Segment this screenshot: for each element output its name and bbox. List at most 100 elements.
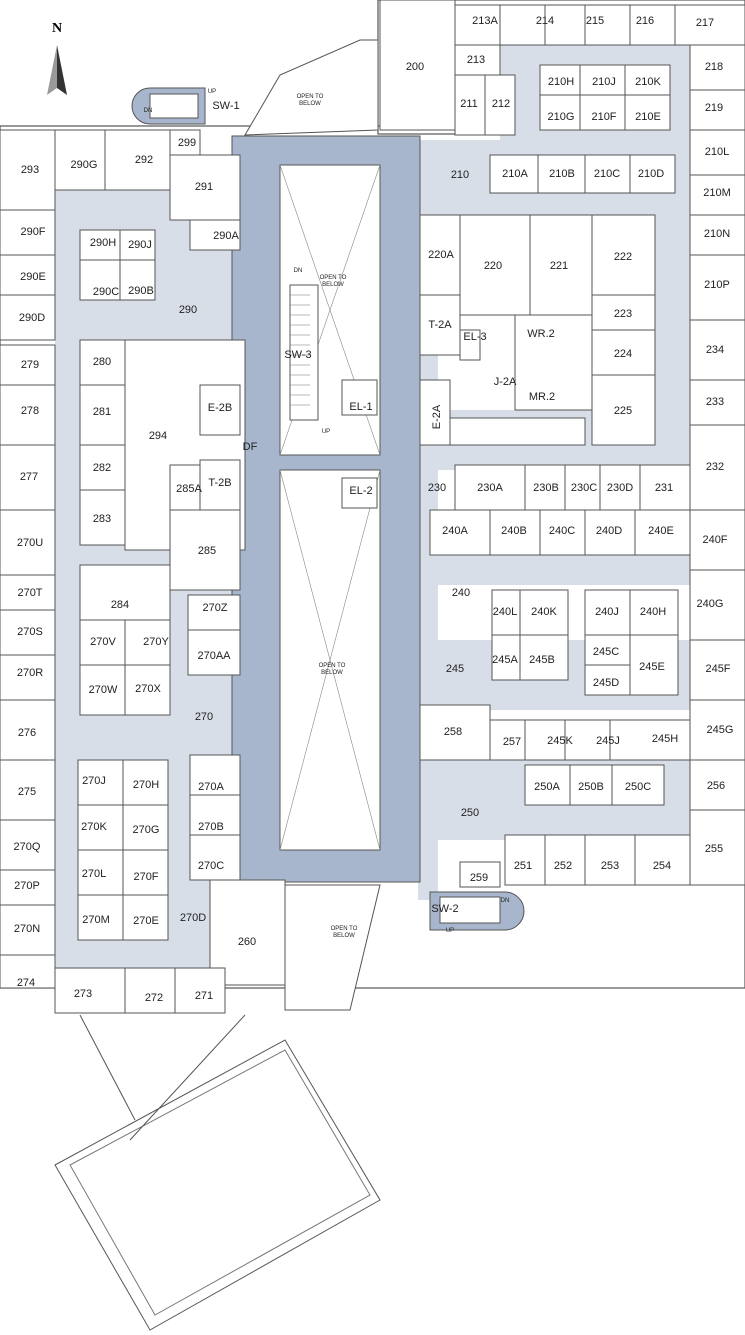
open-to-below-upper-line1: OPEN TO [320,275,347,281]
room-270l: 270L [82,868,106,880]
room-270d: 270D [180,912,206,924]
room-230: 230 [428,482,446,494]
room-274: 274 [17,977,35,989]
room-j2a: J-2A [494,376,517,388]
room-290f: 290F [20,226,45,238]
room-210h: 210H [548,76,574,88]
room-245d: 245D [593,677,619,689]
room-210f: 210F [591,111,616,123]
room-260: 260 [238,936,256,948]
room-290h: 290H [90,237,116,249]
room-222: 222 [614,251,632,263]
room-271: 271 [195,990,213,1002]
room-290a: 290A [213,230,239,242]
room-270u: 270U [17,537,43,549]
open-to-below-upper-line2: BELOW [322,282,344,288]
room-270r: 270R [17,667,43,679]
room-234: 234 [706,344,724,356]
room-labels: 200 210 210A 210B 210C 210D 210E 210F 21… [14,15,734,1004]
room-el3: EL-3 [463,331,486,343]
room-200: 200 [406,61,424,73]
open-to-below-lower-line2: BELOW [321,670,343,676]
room-292: 292 [135,154,153,166]
room-218: 218 [705,61,723,73]
room-224: 224 [614,348,632,360]
room-220: 220 [484,260,502,272]
room-210d: 210D [638,168,664,180]
room-230c: 230C [571,482,597,494]
room-mr2: MR.2 [529,391,555,403]
room-254: 254 [653,860,671,872]
room-252: 252 [554,860,572,872]
room-210l: 210L [705,146,729,158]
room-df: DF [243,441,258,453]
open-to-below-south-line2: BELOW [333,933,355,939]
room-217: 217 [696,17,714,29]
room-270p: 270P [14,880,40,892]
room-270m: 270M [82,914,110,926]
room-240a: 240A [442,525,468,537]
room-270q: 270Q [14,841,41,853]
room-230a: 230A [477,482,503,494]
room-250c: 250C [625,781,651,793]
room-273: 273 [74,988,92,1000]
service-labels: T-2A EL-3 WR.2 MR.2 J-2A E-2A E-2B T-2B … [208,100,555,915]
room-270j: 270J [82,775,106,787]
room-270x: 270X [135,683,161,695]
room-240g: 240G [697,598,724,610]
room-270b: 270B [198,821,224,833]
room-280: 280 [93,356,111,368]
room-sw2: SW-2 [431,903,458,915]
room-210e: 210E [635,111,661,123]
elevator-el1-shaft [341,379,378,416]
room-240k: 240K [531,606,557,618]
room-270k: 270K [81,821,107,833]
room-281: 281 [93,406,111,418]
room-283: 283 [93,513,111,525]
room-210k: 210K [635,76,661,88]
stair-up-label-sw2: UP [446,928,454,934]
room-219: 219 [705,102,723,114]
room-210n: 210N [704,228,730,240]
room-210: 210 [451,169,469,181]
room-270e: 270E [133,915,159,927]
room-213a: 213A [472,15,498,27]
stair-dn-label-sw1: DN [144,108,153,114]
stair-sw1 [131,87,206,125]
room-284: 284 [111,599,129,611]
room-250a: 250A [534,781,560,793]
room-210m: 210M [703,187,731,199]
room-245h: 245H [652,733,678,745]
room-291: 291 [195,181,213,193]
room-285a: 285A [176,483,202,495]
room-210p: 210P [704,279,730,291]
room-250: 250 [461,807,479,819]
room-279: 279 [21,359,39,371]
room-225: 225 [614,405,632,417]
room-216: 216 [636,15,654,27]
room-240f: 240F [702,534,727,546]
open-to-below-south-line1: OPEN TO [331,926,358,932]
room-233: 233 [706,396,724,408]
room-277: 277 [20,471,38,483]
room-210c: 210C [594,168,620,180]
room-293: 293 [21,164,39,176]
room-232: 232 [706,461,724,473]
room-231: 231 [655,482,673,494]
room-272: 272 [145,992,163,1004]
room-290g: 290G [71,159,98,171]
room-e2a: E-2A [431,404,443,429]
room-294: 294 [149,430,167,442]
room-sw3: SW-3 [284,349,311,361]
room-210a: 210A [502,168,528,180]
room-270v: 270V [90,636,116,648]
room-210b: 210B [549,168,575,180]
room-wr2: WR.2 [527,328,555,340]
room-245f: 245F [705,663,730,675]
room-240: 240 [452,587,470,599]
room-sw1: SW-1 [212,100,239,112]
room-255: 255 [705,843,723,855]
room-270z: 270Z [202,602,227,614]
stair-dn-label-sw3: DN [294,268,303,274]
